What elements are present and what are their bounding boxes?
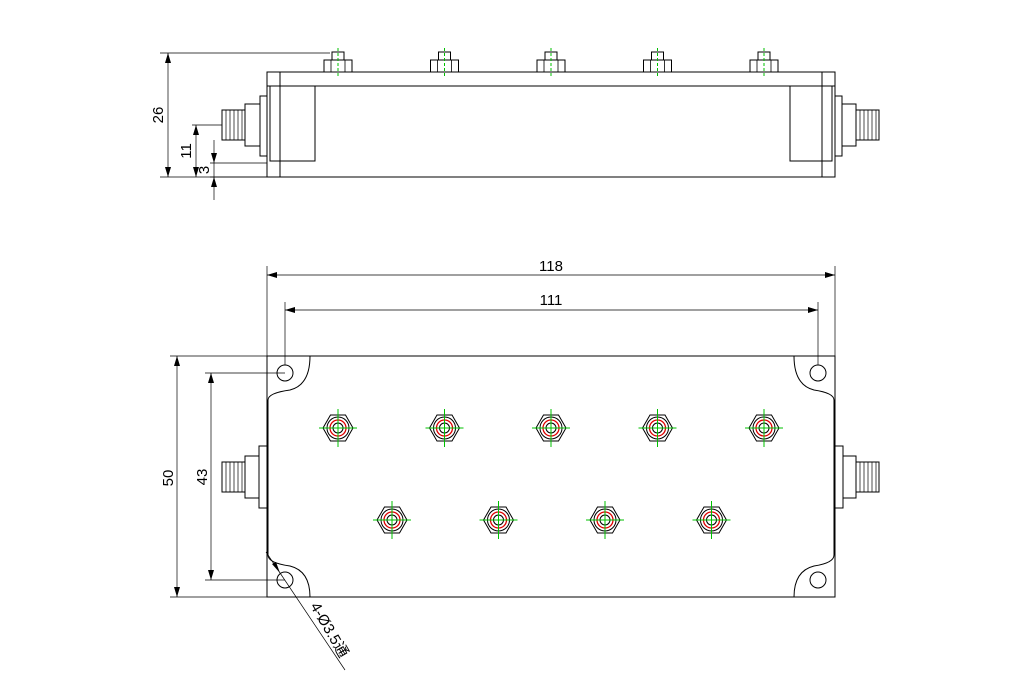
dim-26-label: 26 <box>150 107 167 124</box>
tuning-screw-top-5 <box>745 409 783 447</box>
top-tuning-screws <box>319 409 783 539</box>
dim-43-label: 43 <box>194 469 211 486</box>
tuning-screw-top-4 <box>638 409 677 447</box>
top-right-sma-connector <box>834 445 880 509</box>
dim-11: 11 <box>178 124 222 177</box>
dim-111: 111 <box>284 292 819 365</box>
tuning-screw-bottom-4 <box>692 501 731 539</box>
holes-note-label: 4-Ø3.5通 <box>307 600 352 661</box>
side-left-flange <box>269 85 316 162</box>
top-left-sma-connector <box>221 445 268 509</box>
dim-3-label: 3 <box>196 166 213 174</box>
dim-11-label: 11 <box>178 143 195 159</box>
side-screw-4 <box>643 48 672 76</box>
dim-26: 26 <box>150 52 330 178</box>
tuning-screw-top-3 <box>532 409 570 447</box>
side-screw-1 <box>323 48 353 76</box>
side-screw-3 <box>536 48 566 76</box>
side-body-outline <box>266 71 836 178</box>
top-cover-outline <box>267 355 835 598</box>
mounting-hole-bottom-right <box>809 571 827 589</box>
side-view: 26 11 3 <box>150 48 880 200</box>
side-tuning-screws <box>323 48 779 76</box>
tuning-screw-top-1 <box>319 409 357 447</box>
dim-111-label: 111 <box>540 292 563 309</box>
top-body-outline <box>266 355 836 598</box>
tuning-screw-bottom-1 <box>373 501 411 539</box>
dim-118: 118 <box>266 258 836 356</box>
side-screw-5 <box>749 48 779 76</box>
dim-50: 50 <box>160 355 267 598</box>
side-right-flange <box>789 85 833 162</box>
side-screw-2 <box>430 48 459 76</box>
dim-43: 43 <box>194 372 285 581</box>
top-view: 118 111 50 43 <box>160 258 880 671</box>
tuning-screw-bottom-2 <box>479 501 518 539</box>
dim-3: 3 <box>196 140 267 200</box>
tuning-screw-bottom-3 <box>586 501 624 539</box>
side-left-sma-connector <box>221 95 268 157</box>
tuning-screw-top-2 <box>425 409 464 447</box>
side-right-sma-connector <box>834 95 880 157</box>
holes-leader: 4-Ø3.5通 <box>265 551 352 671</box>
dim-50-label: 50 <box>160 470 177 487</box>
mounting-hole-top-right <box>809 364 827 382</box>
dim-118-label: 118 <box>539 258 563 275</box>
